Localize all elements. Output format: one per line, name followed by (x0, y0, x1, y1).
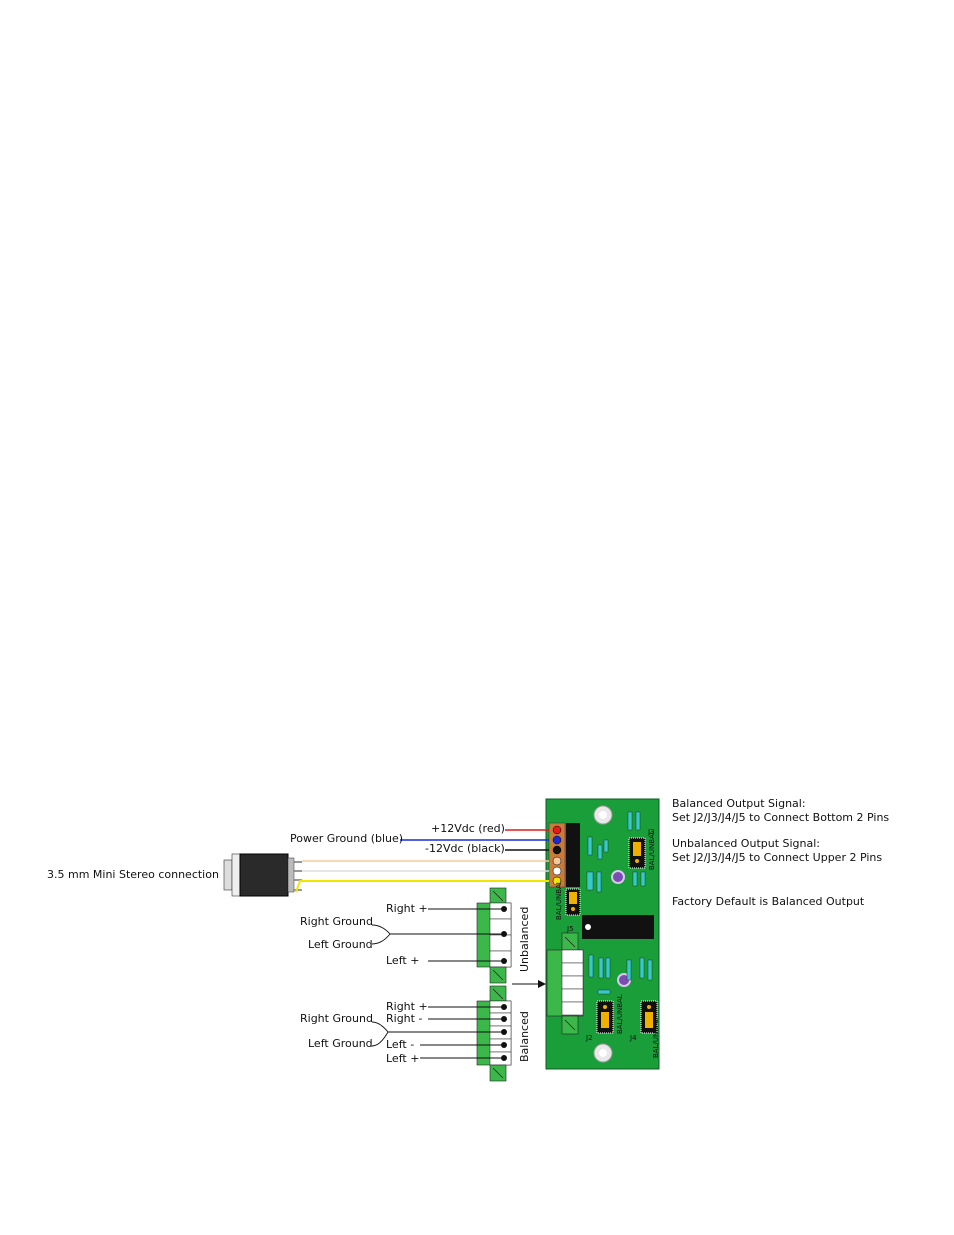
label-j3: J3 (647, 828, 655, 836)
unbal-right-ground: Right Ground (300, 915, 373, 928)
label-minus12: -12Vdc (black) (425, 842, 505, 855)
unbal-right-plus: Right + (386, 902, 428, 915)
bal-right-plus: Right + (386, 1000, 428, 1013)
note-balanced-title: Balanced Output Signal: (672, 797, 806, 810)
note-factory-default: Factory Default is Balanced Output (672, 895, 865, 908)
label-power-ground: Power Ground (blue) (290, 832, 403, 845)
capacitor-top (611, 870, 625, 884)
jumper-j4 (640, 1000, 658, 1034)
unbalanced-title: Unbalanced (518, 907, 531, 972)
pcb-board: J3 J5 J2 J4 BAL/UNBAL BAL/UNBAL BAL/UNBA… (545, 798, 660, 1070)
note-balanced-desc: Set J2/J3/J4/J5 to Connect Bottom 2 Pins (672, 811, 889, 824)
jumper-j5 (565, 888, 581, 916)
board-output-terminal (546, 932, 584, 1035)
components (586, 811, 653, 995)
unbalanced-leads (371, 908, 504, 962)
jack-wires (295, 860, 549, 893)
bal-right-ground: Right Ground (300, 1012, 373, 1025)
label-j4: J4 (629, 1034, 637, 1042)
label-bal-unbal-j5: BAL/UNBAL (555, 880, 563, 920)
stereo-jack (223, 853, 302, 897)
label-bal-unbal-j3: BAL/UNBAL (648, 830, 656, 870)
bal-left-ground: Left Ground (308, 1037, 373, 1050)
jumper-j2 (596, 1000, 614, 1034)
label-plus12: +12Vdc (red) (431, 822, 505, 835)
power-wires (400, 829, 549, 851)
note-unbalanced-title: Unbalanced Output Signal: (672, 837, 820, 850)
label-j5: J5 (566, 925, 574, 933)
balanced-title: Balanced (518, 1011, 531, 1062)
bal-left-plus: Left + (386, 1052, 419, 1065)
note-unbalanced-desc: Set J2/J3/J4/J5 to Connect Upper 2 Pins (672, 851, 882, 864)
unbal-left-ground: Left Ground (308, 938, 373, 951)
bal-left-minus: Left - (386, 1038, 414, 1051)
jumper-j3 (628, 837, 646, 869)
balanced-leads (371, 1006, 504, 1059)
unbalanced-terminal (476, 887, 512, 984)
power-header (548, 822, 580, 888)
label-bal-unbal-j4: BAL/UNBAL (652, 1018, 660, 1058)
unbal-left-plus: Left + (386, 954, 419, 967)
label-j2: J2 (585, 1034, 593, 1042)
bal-right-minus: Right - (386, 1012, 422, 1025)
label-bal-unbal-j2: BAL/UNBAL (616, 994, 624, 1034)
label-mini-stereo: 3.5 mm Mini Stereo connection (47, 868, 219, 881)
arrow-to-board (512, 980, 546, 988)
balanced-terminal (476, 985, 512, 1082)
ic-chip (582, 915, 654, 939)
